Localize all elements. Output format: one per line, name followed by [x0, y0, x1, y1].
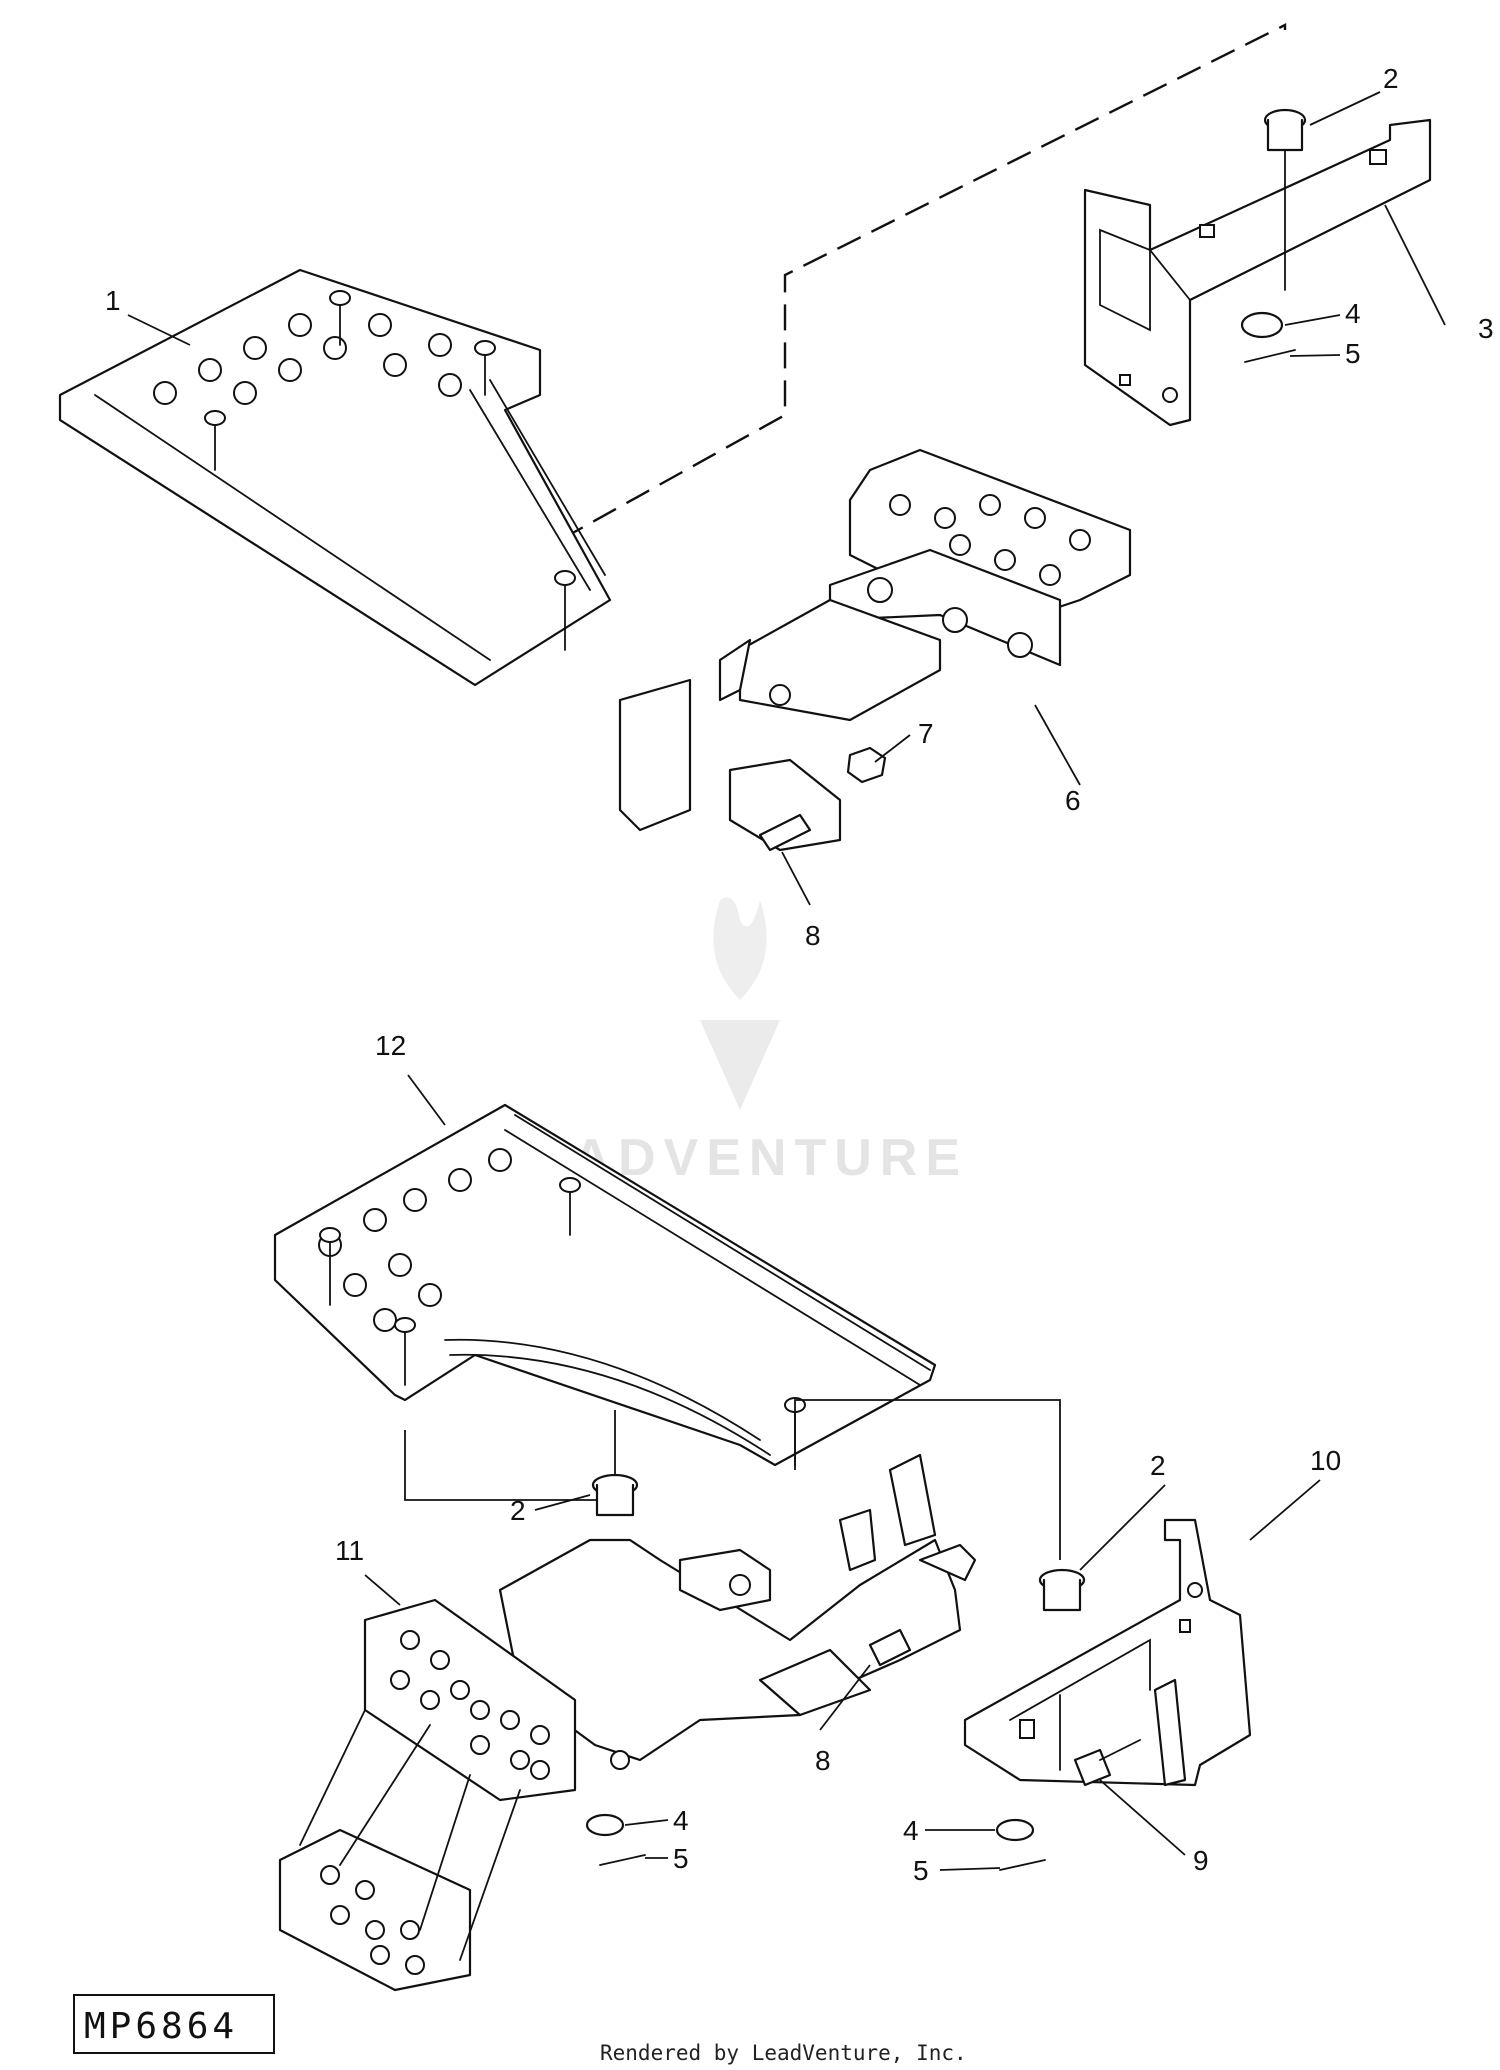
washer-lower-left [585, 1813, 625, 1837]
callout-8-lower: 8 [815, 1745, 831, 1776]
callout-4-lower-right: 4 [903, 1815, 919, 1846]
credit-text: Rendered by LeadVenture, Inc. [600, 2041, 967, 2065]
footrest-plate-left [58, 268, 612, 687]
step-bracket-upper [618, 448, 1132, 852]
diagram-code-box: MP6864 [73, 1994, 275, 2054]
bolt-top [1263, 108, 1307, 291]
callout-8-top: 8 [805, 920, 821, 951]
callout-5-lower-right: 5 [913, 1855, 929, 1886]
callout-12: 12 [375, 1030, 406, 1061]
assembly-dashed-line [559, 23, 1287, 542]
callout-2-top: 2 [1383, 63, 1399, 94]
diagram-code: MP6864 [84, 2006, 238, 2047]
callout-11: 11 [335, 1535, 364, 1566]
callout-4-lower-left: 4 [673, 1805, 689, 1836]
callout-7: 7 [918, 718, 934, 749]
bracket-lower-right [963, 1518, 1252, 1787]
callout-3: 3 [1478, 313, 1494, 344]
callout-5-top: 5 [1345, 338, 1361, 369]
callout-9: 9 [1193, 1845, 1209, 1876]
callout-4-top: 4 [1345, 298, 1361, 329]
alignment-guide-right [794, 1399, 1061, 1560]
nut-7 [846, 746, 887, 784]
bolt-lower-middle [591, 1473, 639, 1517]
leader-lines [127, 91, 1446, 1871]
cotter-pin-lower-left [599, 1854, 646, 1866]
callout-1: 1 [105, 285, 121, 316]
cotter-pin-top [1244, 349, 1296, 363]
alignment-guide-left [404, 1410, 616, 1501]
callout-2-lower-right: 2 [1150, 1450, 1166, 1481]
bolt-lower-right [1038, 1568, 1086, 1612]
footrest-plate-lower [273, 1103, 937, 1467]
cotter-pin-lower-right [999, 1859, 1046, 1871]
bolt-8-top [758, 813, 812, 852]
callout-2-lower-left: 2 [510, 1495, 526, 1526]
washer-lower-right [995, 1818, 1035, 1842]
bolt-8-lower [868, 1628, 912, 1667]
washer-top [1240, 311, 1284, 339]
callout-5-lower-left: 5 [673, 1843, 689, 1874]
step-frame-lower [278, 1453, 977, 1992]
bracket-upper-right [1083, 118, 1432, 427]
callout-6: 6 [1065, 785, 1081, 816]
callout-10: 10 [1310, 1445, 1341, 1476]
